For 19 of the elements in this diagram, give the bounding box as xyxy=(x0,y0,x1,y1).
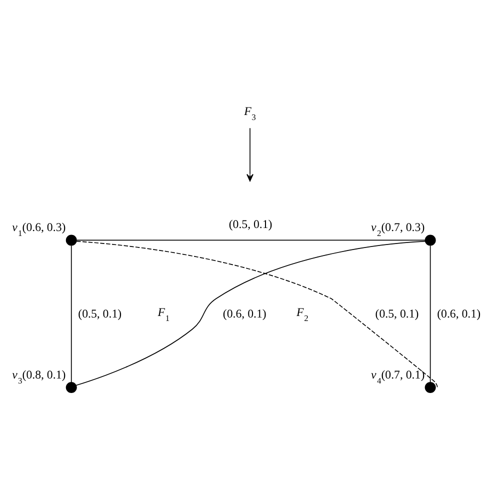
label: F$_{3}$ xyxy=(244,103,256,122)
connector xyxy=(76,239,426,240)
edge-label: (0.5, 0.1) xyxy=(78,306,122,320)
connector xyxy=(70,244,72,382)
label: F$_{1}$ xyxy=(158,304,170,323)
node-label: v$_{2}$(0.7, 0.3) xyxy=(371,220,425,238)
node-circle xyxy=(66,234,77,246)
edge-label: (0.6, 0.1) xyxy=(222,306,266,320)
node-label: v$_{3}$(0.8, 0.1) xyxy=(12,366,66,385)
node-circle xyxy=(66,382,77,393)
node-circle xyxy=(424,234,436,246)
node-circle xyxy=(424,382,436,393)
connector xyxy=(430,244,431,382)
node-label: v$_{1}$(0.6, 0.3) xyxy=(12,220,66,238)
edge-label: (0.5, 0.1) xyxy=(375,306,419,320)
edge-label: (0.6, 0.1) xyxy=(437,306,481,320)
label: F$_{2}$ xyxy=(296,304,308,323)
edge-label: (0.5, 0.1) xyxy=(228,216,272,231)
node-label: v$_{4}$(0.7, 0.1) xyxy=(371,366,425,385)
